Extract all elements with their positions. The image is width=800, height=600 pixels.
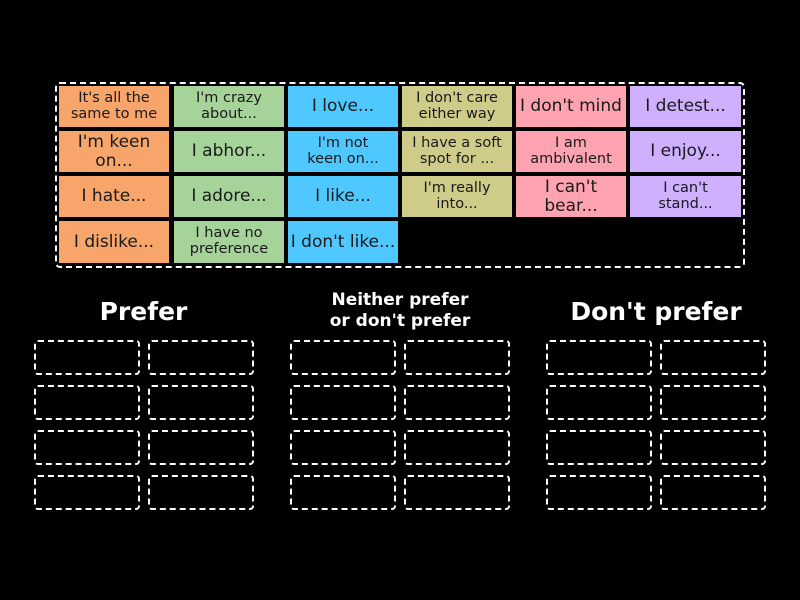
drop-zone-slot[interactable] [290, 385, 396, 420]
card-text-line: I don't like... [290, 231, 396, 252]
group-title-dont-prefer: Don't prefer [546, 298, 766, 326]
card-i-dislike[interactable]: I dislike... [59, 221, 169, 263]
card-text-line: It's all the [78, 89, 150, 106]
card-text-line: I don't care [416, 89, 498, 106]
drop-zone-slot[interactable] [404, 340, 510, 375]
drop-zone-slot[interactable] [34, 340, 140, 375]
drop-zone-slot[interactable] [404, 430, 510, 465]
group-title-text: Neither prefer [331, 290, 469, 310]
drop-zone-slot[interactable] [148, 340, 254, 375]
drop-zone-slot[interactable] [546, 475, 652, 510]
card-text-line: I can't bear... [544, 177, 598, 216]
card-text-line: I'm crazy [195, 89, 262, 106]
drop-zone-slot[interactable] [290, 475, 396, 510]
card-text-line: keen on... [307, 150, 379, 167]
group-title-text: Prefer [99, 297, 188, 326]
card-i-detest[interactable]: I detest... [630, 86, 741, 127]
card-i-dont-mind[interactable]: I don't mind [516, 86, 626, 127]
card-tray [55, 82, 745, 268]
card-text-line: I detest... [645, 96, 726, 117]
card-text-line: I have no [195, 225, 263, 242]
card-text-line: I enjoy... [650, 141, 721, 162]
card-text-line: I love... [311, 96, 375, 117]
card-text-line: I like... [315, 186, 371, 207]
drop-zone-slot[interactable] [660, 340, 766, 375]
card-i-dont-like[interactable]: I don't like... [288, 221, 398, 263]
card-text-line: I'm not [317, 134, 369, 151]
card-text-line: I'm keen on... [77, 132, 151, 171]
card-text-line: I am [555, 134, 587, 151]
drop-zone-slot[interactable] [546, 385, 652, 420]
card-text-line: about... [201, 105, 257, 122]
drop-zone-slot[interactable] [660, 430, 766, 465]
card-text-line: stand... [658, 195, 713, 212]
drop-zone-slot[interactable] [546, 430, 652, 465]
card-text-line: spot for ... [419, 150, 495, 167]
card-text-line: I have a soft [412, 134, 502, 151]
card-text-line: preference [189, 241, 269, 257]
group-title-text: Don't prefer [570, 297, 742, 326]
card-text-line: ambivalent [530, 150, 612, 167]
drop-zone-slot[interactable] [404, 385, 510, 420]
drop-zone-slot[interactable] [148, 385, 254, 420]
drop-zone-slot[interactable] [148, 475, 254, 510]
drop-zone-slot[interactable] [34, 475, 140, 510]
drop-zone-slot[interactable] [34, 430, 140, 465]
drop-zone-slot[interactable] [660, 385, 766, 420]
card-text-line: I dislike... [73, 231, 155, 252]
group-title-prefer: Prefer [34, 298, 253, 326]
drop-zone-slot[interactable] [660, 475, 766, 510]
group-title-text: or don't prefer [329, 311, 471, 331]
card-text-line: I'm really [423, 179, 491, 196]
card-text-line: into... [436, 195, 478, 212]
drop-zone-slot[interactable] [148, 430, 254, 465]
card-text-line: I don't mind [520, 96, 622, 117]
card-i-cant-bear[interactable]: I can't bear... [516, 176, 626, 217]
drop-zone-slot[interactable] [546, 340, 652, 375]
drop-zone-slot[interactable] [290, 430, 396, 465]
drop-zone-slot[interactable] [404, 475, 510, 510]
card-text-line: I adore... [191, 186, 267, 207]
card-im-keen-on[interactable]: I'm keen on... [59, 131, 169, 172]
card-i-abhor[interactable]: I abhor... [174, 131, 284, 172]
card-i-hate[interactable]: I hate... [59, 176, 169, 217]
group-title-neither: Neither prefer or don't prefer [290, 290, 510, 332]
card-text-line: I hate... [81, 186, 147, 207]
drop-zone-slot[interactable] [34, 385, 140, 420]
card-text-line: same to me [70, 105, 158, 122]
card-text-line: I abhor... [191, 141, 267, 162]
drop-zone-slot[interactable] [290, 340, 396, 375]
card-i-love[interactable]: I love... [288, 86, 398, 127]
card-i-enjoy[interactable]: I enjoy... [630, 131, 741, 172]
card-text-line: either way [418, 105, 496, 122]
card-text-line: I can't [663, 179, 708, 196]
card-i-like[interactable]: I like... [288, 176, 398, 217]
card-i-adore[interactable]: I adore... [174, 176, 284, 217]
